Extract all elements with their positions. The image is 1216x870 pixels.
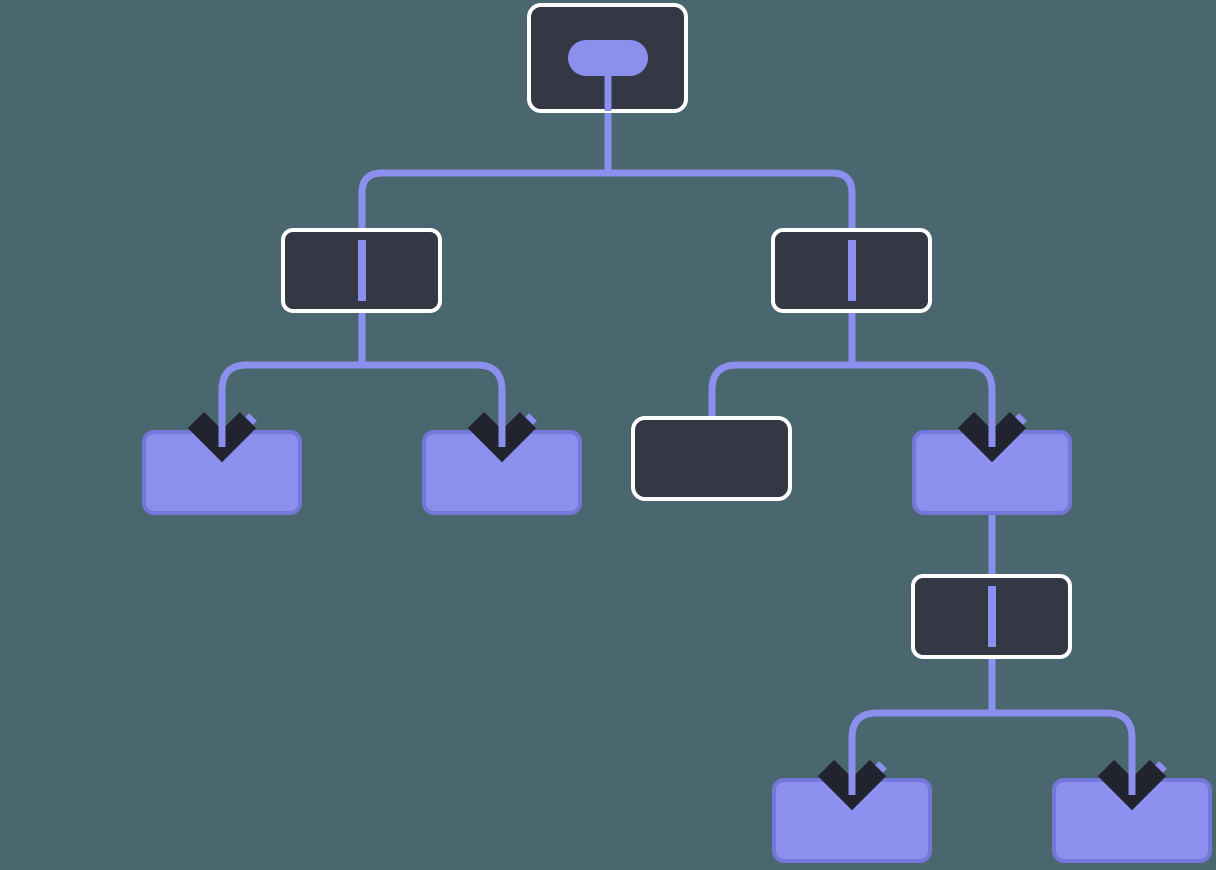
edge-left-branch-to-leaf-2 [362,361,506,445]
branch-node-left-line-badge [358,240,366,301]
arrowhead-leaf-node-1 [187,400,257,463]
arrowhead-leaf-node-3 [817,748,887,811]
edge-root-to-right-branch [608,169,856,365]
sub-branch-node-line-badge [988,586,996,647]
arrowhead-leaf-node-2 [467,400,537,463]
sub-branch-node[interactable] [911,574,1072,659]
empty-node[interactable] [631,416,792,501]
arrowhead-leaf-node-4 [1097,748,1167,811]
branch-node-right[interactable] [771,228,932,313]
branch-node-left[interactable] [281,228,442,313]
arrowhead-layer [187,400,1167,811]
edge-sub-branch-to-leaf-3 [848,709,992,793]
branch-node-right-line-badge [848,240,856,301]
root-node[interactable] [527,3,688,113]
arrowhead-branch-node-lower [957,400,1027,463]
edge-right-branch-to-empty-node [708,361,852,416]
edge-left-branch-to-leaf-1 [218,361,362,445]
edge-right-branch-to-lower-branch [852,361,996,445]
edge-sub-branch-to-leaf-4 [992,709,1136,793]
empty-node-box[interactable] [631,416,792,501]
edge-root-to-left-branch [358,169,608,313]
